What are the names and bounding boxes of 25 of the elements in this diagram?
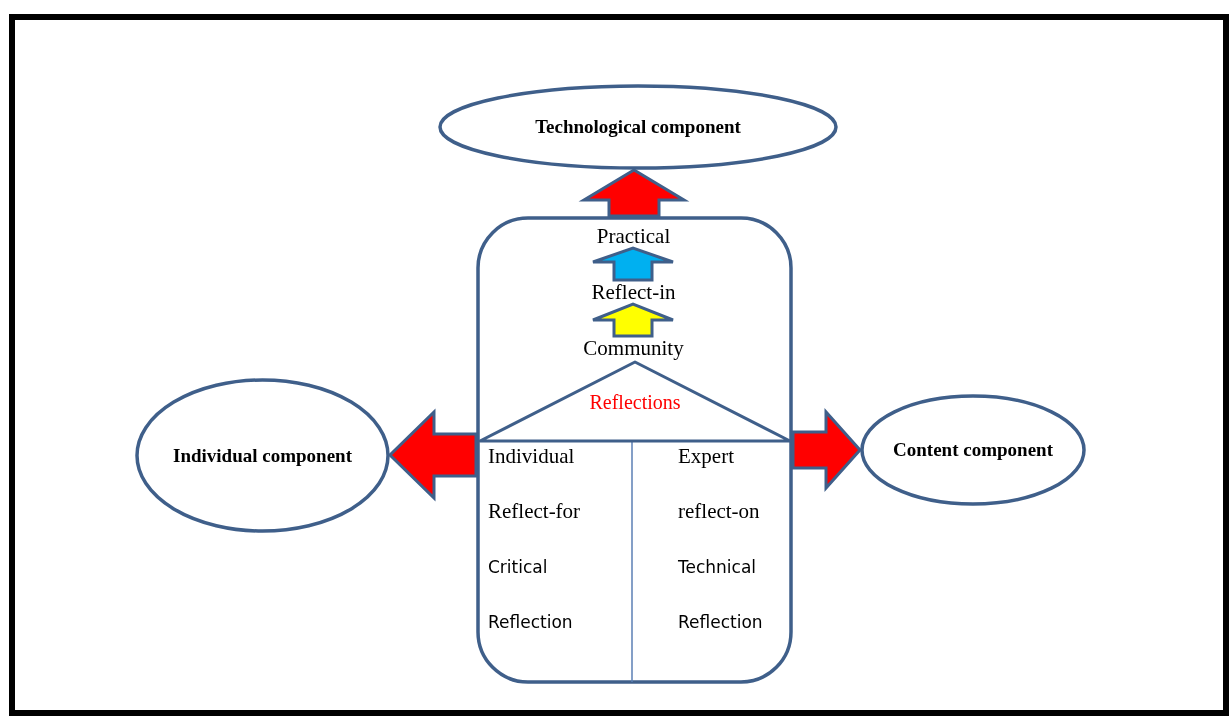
reflections-triangle <box>480 361 790 441</box>
component-label: Individual component <box>173 444 352 467</box>
component-label: Content component <box>893 439 1053 461</box>
reflections-label: Reflections <box>589 391 681 414</box>
block-arrow <box>591 246 675 282</box>
component-ellipse <box>438 84 838 170</box>
column-label: Reflect-for <box>488 498 581 524</box>
component-ellipse <box>135 378 390 533</box>
column-label: Technical <box>678 557 757 577</box>
block-arrow <box>578 168 690 218</box>
stage-label: Reflect-in <box>576 280 691 304</box>
component-ellipse <box>860 394 1086 506</box>
component-label: Technological component <box>535 116 741 138</box>
rounded-panel <box>476 216 793 684</box>
block-arrow <box>387 408 478 502</box>
column-label: Expert <box>678 443 734 469</box>
column-label: Individual <box>488 443 575 469</box>
block-arrow <box>591 302 675 338</box>
column-label: Reflection <box>678 612 763 632</box>
column-label: Critical <box>488 557 548 577</box>
block-arrow <box>791 408 862 492</box>
stage-label: Community <box>566 336 701 360</box>
column-label: reflect-on <box>678 498 760 524</box>
stage-label: Practical <box>576 224 691 248</box>
column-label: Reflection <box>488 612 573 632</box>
